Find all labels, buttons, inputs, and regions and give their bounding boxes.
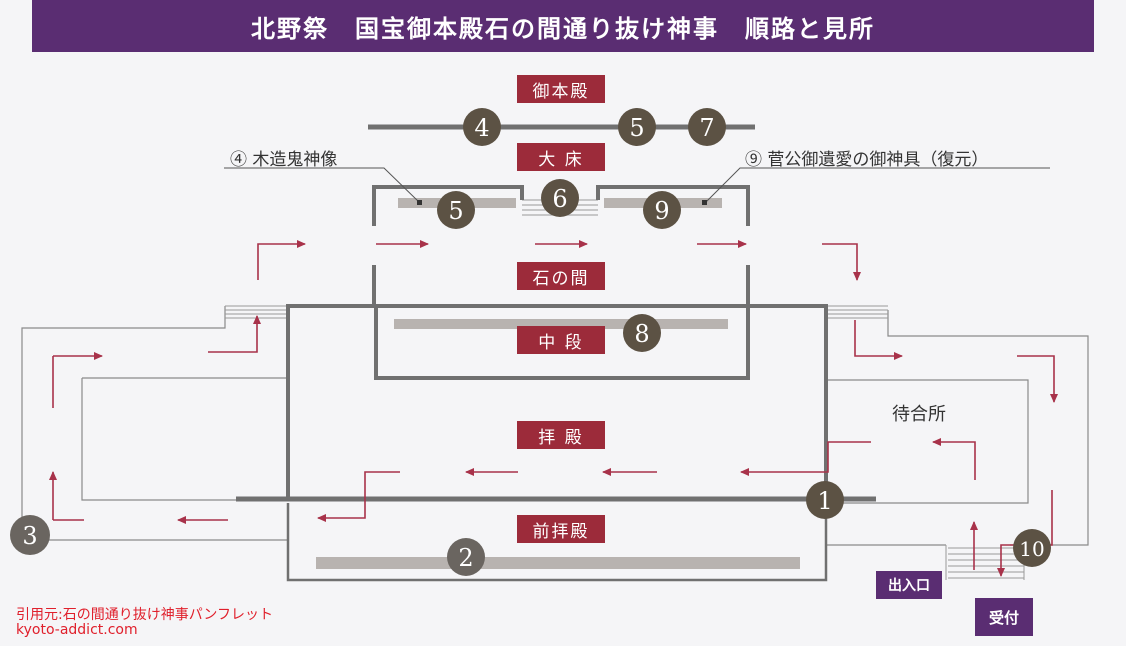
svg-text:3: 3 bbox=[22, 522, 37, 550]
label-ishinoma: 石の間 bbox=[517, 262, 605, 290]
marker-8: 8 bbox=[623, 314, 661, 352]
label-haiden: 拝 殿 bbox=[517, 421, 605, 449]
callout-left-number: ④ bbox=[230, 150, 247, 170]
label-maehaiden: 前拝殿 bbox=[517, 515, 605, 543]
label-deiriguchi: 出入口 bbox=[876, 571, 942, 599]
credit-line-2: kyoto-addict.com bbox=[16, 622, 138, 638]
marker-10: 10 bbox=[1013, 529, 1051, 567]
svg-text:10: 10 bbox=[1019, 537, 1044, 561]
page-title: 北野祭 国宝御本殿石の間通り抜け神事 順路と見所 bbox=[32, 0, 1094, 52]
callout-right-number: ⑨ bbox=[745, 150, 762, 170]
label-uketsuke: 受付 bbox=[975, 598, 1033, 636]
marker-5a: 4 bbox=[463, 108, 501, 146]
stairs-entrance bbox=[945, 545, 1025, 580]
svg-text:5: 5 bbox=[629, 114, 644, 142]
label-machiaisho: 待合所 bbox=[892, 404, 946, 425]
marker-7: 7 bbox=[688, 108, 726, 146]
svg-text:9: 9 bbox=[654, 197, 669, 225]
marker-2: 2 bbox=[447, 538, 485, 576]
svg-text:5: 5 bbox=[448, 197, 463, 225]
marker-9: 9 bbox=[643, 191, 681, 229]
svg-text:6: 6 bbox=[552, 185, 567, 213]
svg-text:4: 4 bbox=[474, 114, 489, 142]
callout-right-text: 菅公御遺愛の御神具（復元） bbox=[767, 150, 989, 170]
marker-1: 1 bbox=[806, 481, 844, 519]
marker-3: 3 bbox=[10, 515, 50, 555]
callout-left-text: 木造鬼神像 bbox=[252, 150, 338, 170]
label-daiyuka: 大 床 bbox=[517, 143, 605, 171]
marker-5b: 5 bbox=[618, 108, 656, 146]
outer-walkway bbox=[21, 306, 1089, 546]
label-chudan: 中 段 bbox=[517, 326, 605, 354]
callout-dot-left bbox=[417, 200, 422, 205]
svg-text:1: 1 bbox=[817, 487, 832, 515]
label-gohonden: 御本殿 bbox=[517, 75, 605, 103]
marker-4: 5 bbox=[437, 191, 475, 229]
callout-left: ④ 木造鬼神像 bbox=[230, 145, 337, 170]
callout-right: ⑨ 菅公御遺愛の御神具（復元） bbox=[745, 145, 988, 170]
markers: 4 5 7 6 5 9 8 1 2 3 10 bbox=[10, 108, 1051, 576]
svg-text:8: 8 bbox=[634, 320, 649, 348]
building-structure bbox=[236, 124, 876, 582]
stairs-right bbox=[826, 305, 888, 319]
grey-bars bbox=[316, 198, 800, 569]
callout-leaders bbox=[224, 167, 1050, 204]
credit-line-1: 引用元:石の間通り抜け神事パンフレット bbox=[16, 607, 273, 623]
callout-dot-right bbox=[702, 200, 707, 205]
svg-text:7: 7 bbox=[699, 114, 714, 142]
marker-6: 6 bbox=[541, 179, 579, 217]
svg-text:2: 2 bbox=[458, 544, 473, 572]
